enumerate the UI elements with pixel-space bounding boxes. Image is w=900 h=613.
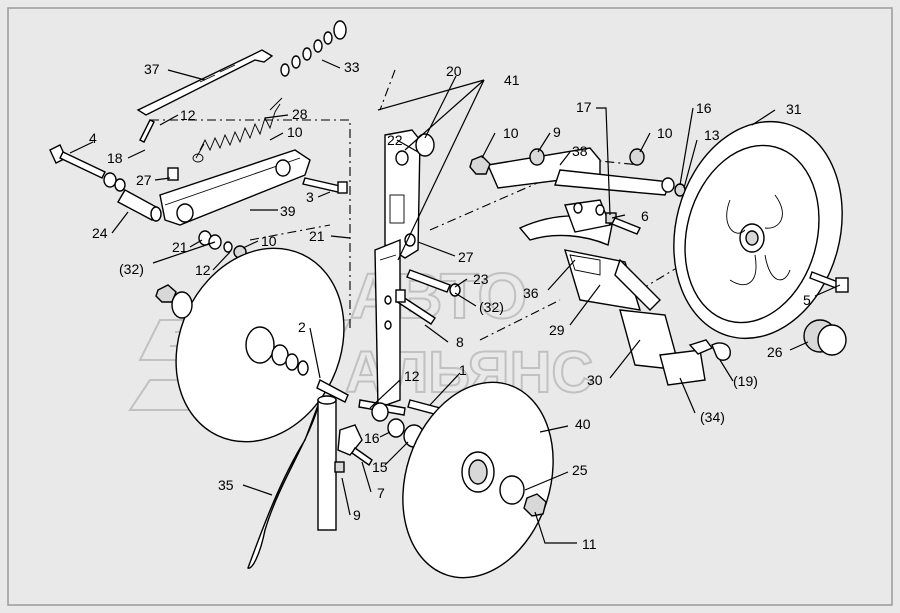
part-41-plate <box>384 129 421 259</box>
callout-30: 30 <box>587 372 603 388</box>
callout-10-b: 10 <box>261 233 277 249</box>
part-23-bolt <box>406 269 461 297</box>
part-7-bracket <box>337 424 373 467</box>
callout-9: 9 <box>353 507 361 523</box>
part-18-pin <box>139 119 155 143</box>
part-24-tube <box>117 189 162 222</box>
callout-27: 27 <box>136 172 152 188</box>
part-5-bolt <box>809 271 849 293</box>
callout-27-b: 27 <box>458 249 474 265</box>
callout-9-b: 9 <box>553 124 561 140</box>
diagram-border <box>7 7 893 606</box>
callout-labels: 37 33 12 28 4 18 10 27 3 39 24 21 10 (32… <box>89 59 811 552</box>
callout-39: 39 <box>280 203 296 219</box>
part-28-spring <box>192 97 283 163</box>
callout-28: 28 <box>292 106 308 122</box>
part-39-lever <box>159 149 311 226</box>
callout-22: 22 <box>387 132 403 148</box>
main-frame-arm <box>374 238 401 409</box>
left-disc <box>175 247 349 443</box>
callout-32-b: (32) <box>479 299 504 315</box>
callout-33: 33 <box>344 59 360 75</box>
part-22-ring <box>415 133 435 157</box>
callout-19: (19) <box>733 373 758 389</box>
callout-20: 20 <box>446 63 462 79</box>
callout-21: 21 <box>172 239 188 255</box>
part-31-wheel <box>673 120 843 340</box>
callout-24: 24 <box>92 225 108 241</box>
callout-13: 13 <box>704 127 720 143</box>
callout-10: 10 <box>287 124 303 140</box>
callout-35: 35 <box>218 477 234 493</box>
part-19-pin <box>711 342 731 361</box>
callout-25: 25 <box>572 462 588 478</box>
leader-lines <box>69 59 841 544</box>
callout-17: 17 <box>576 99 592 115</box>
part-9-nut <box>334 461 345 473</box>
callout-6: 6 <box>641 208 649 224</box>
callout-26: 26 <box>767 344 783 360</box>
callout-4: 4 <box>89 130 97 146</box>
part-8-bolt <box>395 289 436 325</box>
callout-16: 16 <box>364 430 380 446</box>
callout-32: (32) <box>119 261 144 277</box>
part-10-nut-top <box>469 148 645 175</box>
part-33-chain <box>280 20 347 77</box>
part-29-scraper <box>563 249 661 311</box>
callout-36: 36 <box>523 285 539 301</box>
callout-37: 37 <box>144 61 160 77</box>
part-27-stud <box>167 167 179 181</box>
nut-left <box>155 284 193 319</box>
part-3-bolt <box>302 177 348 194</box>
callout-8: 8 <box>456 334 464 350</box>
callout-12-c: 12 <box>404 368 420 384</box>
callout-23: 23 <box>473 271 489 287</box>
part-38-bracket <box>487 147 671 196</box>
callout-11: 11 <box>582 536 597 552</box>
callout-10-d: 10 <box>657 125 673 141</box>
part-4-bolt <box>49 144 126 192</box>
part-36-scraper <box>518 199 613 246</box>
parts-16-13 <box>661 177 686 197</box>
part-30-scraper <box>619 309 714 386</box>
callout-18: 18 <box>107 150 123 166</box>
callout-41: 41 <box>504 72 520 88</box>
callout-34: (34) <box>700 409 725 425</box>
callout-21-b: 21 <box>309 228 325 244</box>
callout-7: 7 <box>377 485 385 501</box>
callout-1: 1 <box>459 362 467 378</box>
callout-40: 40 <box>575 416 591 432</box>
callout-5: 5 <box>803 292 811 308</box>
callout-3: 3 <box>306 189 314 205</box>
callout-12: 12 <box>180 107 196 123</box>
part-40-disc <box>402 381 554 579</box>
part-37-bracket <box>136 49 274 116</box>
callout-10-c: 10 <box>503 125 519 141</box>
callout-2: 2 <box>298 319 306 335</box>
callout-15: 15 <box>372 459 388 475</box>
callout-38: 38 <box>572 143 588 159</box>
part-6-bolt <box>605 212 641 235</box>
callout-31: 31 <box>786 101 802 117</box>
callout-12-b: 12 <box>195 262 211 278</box>
callout-16-b: 16 <box>696 100 712 116</box>
callout-29: 29 <box>549 322 565 338</box>
part-26-hubcap <box>803 319 847 356</box>
